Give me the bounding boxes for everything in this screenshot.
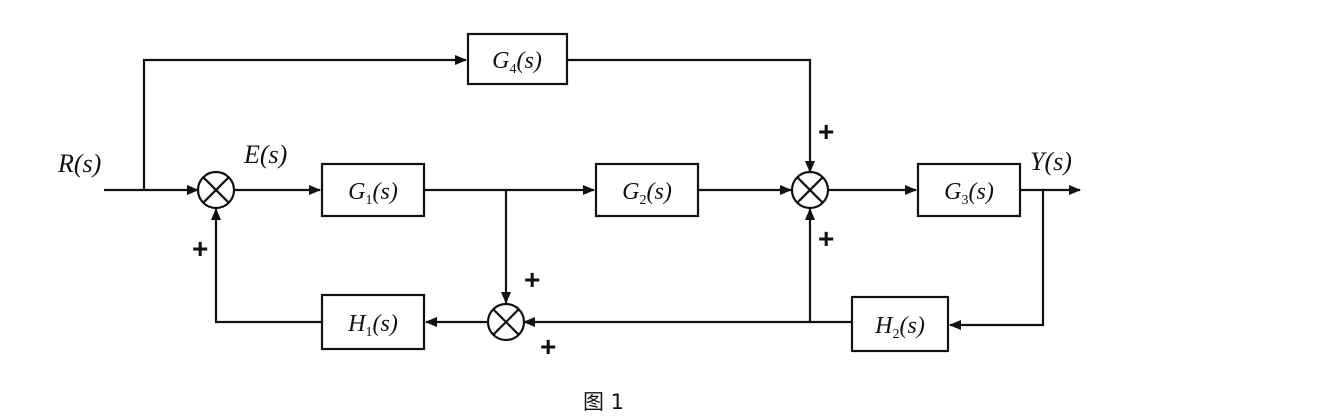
block-h2: H2(s) [850, 295, 950, 353]
block-h2-name: H [874, 313, 894, 339]
summing-junction-3 [486, 302, 526, 342]
sign-sum3-right: + [540, 331, 556, 362]
block-h2-arg: (s) [900, 313, 925, 339]
sign-sum2-top: + [818, 116, 834, 147]
block-h1: H1(s) [320, 293, 426, 351]
sign-sum2-bottom: + [818, 223, 834, 254]
signal-output-label: Y(s) [1030, 147, 1072, 176]
block-g3-name: G [944, 179, 961, 205]
signal-input-label: R(s) [57, 149, 101, 178]
block-g2-sub: 2 [640, 193, 647, 208]
svg-text:H2(s): H2(s) [874, 313, 925, 342]
block-g4-arg: (s) [517, 48, 542, 74]
block-h2-sub: 2 [893, 327, 900, 342]
svg-text:G4(s): G4(s) [492, 48, 542, 77]
block-g4: G4(s) [466, 32, 569, 86]
block-g2-arg: (s) [647, 179, 672, 205]
block-h1-arg: (s) [373, 311, 398, 337]
svg-text:H1(s): H1(s) [347, 311, 398, 340]
block-g3-arg: (s) [969, 179, 994, 205]
line-output-to-h2 [949, 190, 1045, 330]
summing-junction-1 [196, 170, 236, 210]
block-g1-name: G [348, 179, 365, 205]
block-h1-sub: 1 [366, 325, 373, 340]
line-input-to-g4 [142, 55, 467, 190]
figure-caption: 图 1 [583, 390, 624, 414]
signal-error-label: E(s) [243, 140, 287, 169]
block-g1: G1(s) [320, 162, 426, 218]
block-g1-arg: (s) [373, 179, 398, 205]
block-g1-sub: 1 [366, 193, 373, 208]
block-g4-name: G [492, 48, 509, 74]
sign-sum1-feedback: + [192, 233, 208, 264]
summing-junction-2 [790, 170, 830, 210]
line-g4-to-sum2 [567, 58, 815, 173]
svg-text:G1(s): G1(s) [348, 179, 398, 208]
block-g4-sub: 4 [510, 62, 517, 77]
block-g3: G3(s) [916, 162, 1022, 218]
block-g2: G2(s) [594, 162, 700, 218]
block-g2-name: G [622, 179, 639, 205]
block-h1-name: H [347, 311, 367, 337]
line-h1-to-sum1 [211, 208, 322, 324]
sign-sum3-top: + [524, 264, 540, 295]
block-g3-sub: 3 [962, 193, 969, 208]
svg-text:G2(s): G2(s) [622, 179, 672, 208]
svg-text:G3(s): G3(s) [944, 179, 994, 208]
